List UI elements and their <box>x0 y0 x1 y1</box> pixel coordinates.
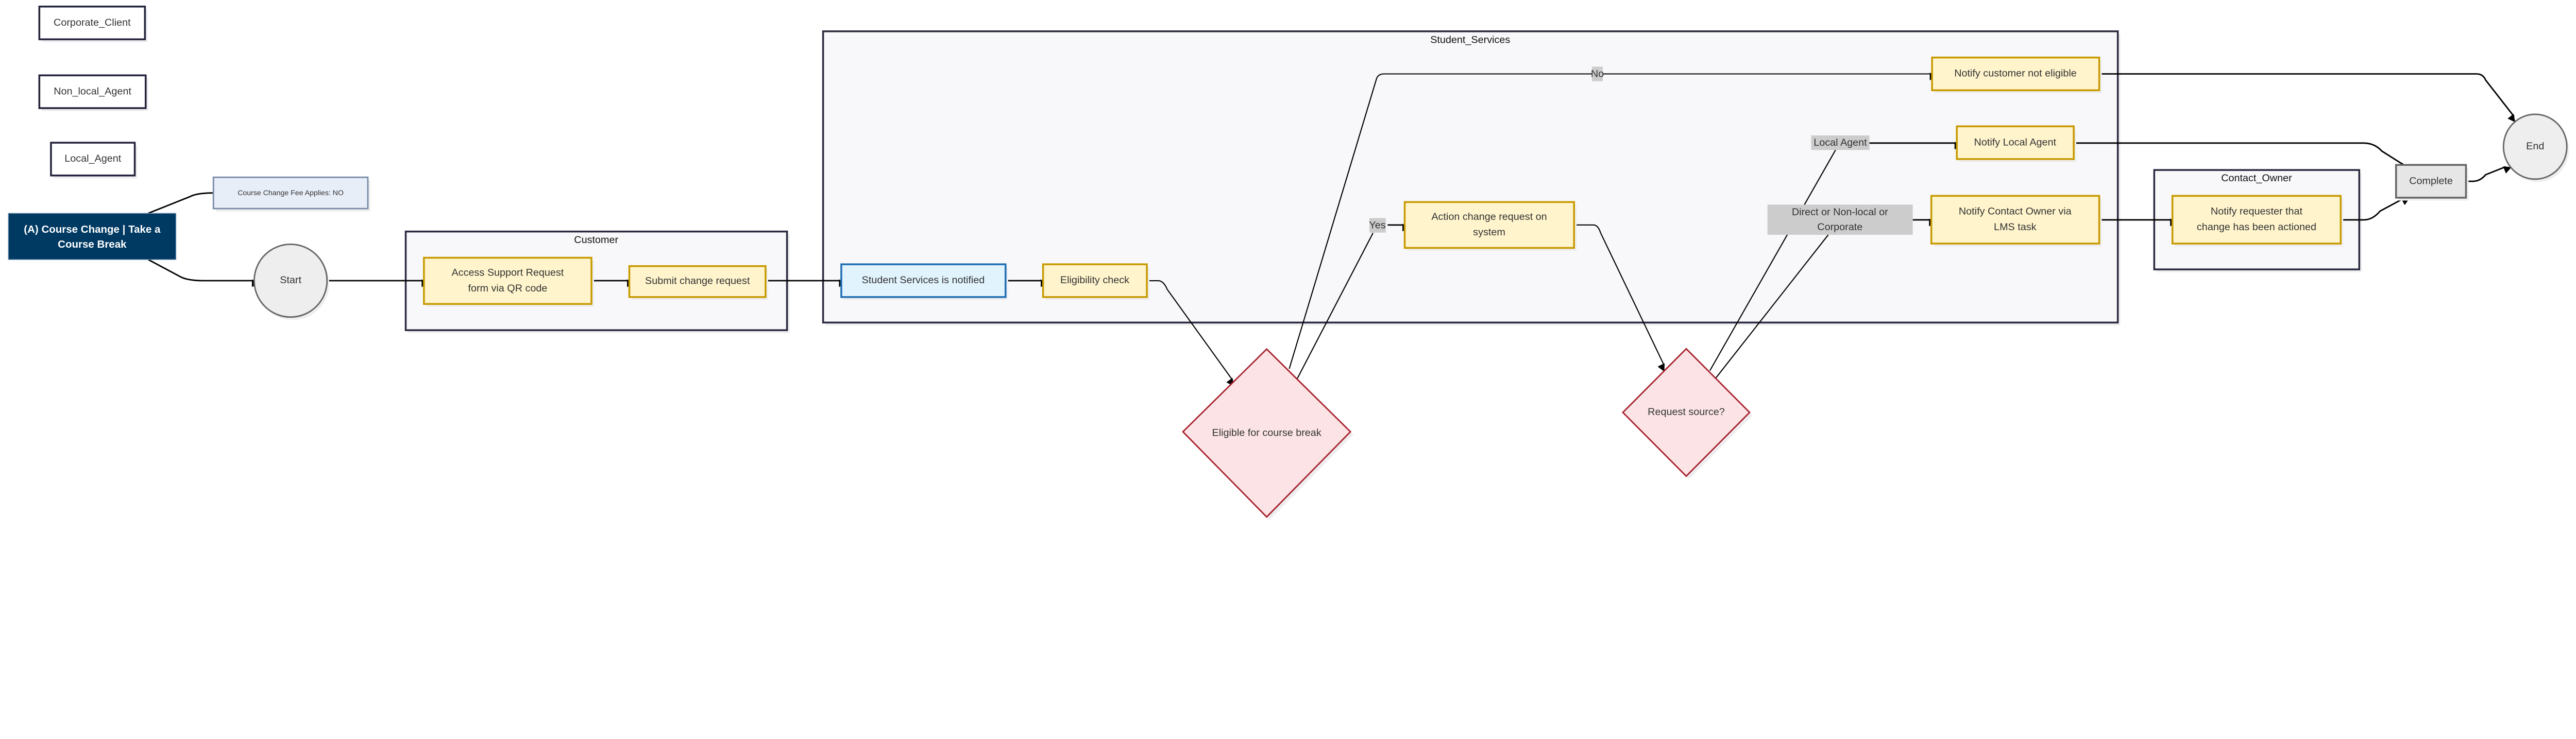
edge-noteligible-end <box>2099 73 2516 123</box>
edge-label-local-agent: Local Agent <box>1811 135 1870 150</box>
edge-label-text: No <box>1591 68 1604 79</box>
task-notify-not-eligible[interactable]: Notify customer not eligible <box>1931 56 2102 93</box>
task-label: Action change request on <box>1431 211 1547 222</box>
title-line-1: (A) Course Change | Take a <box>24 224 161 235</box>
edge-title-note <box>148 192 214 214</box>
edge-requester-complete <box>2341 198 2410 221</box>
task-label: Access Support Request <box>452 267 564 278</box>
task-label: Complete <box>2409 175 2453 186</box>
task-label: change has been actioned <box>2197 221 2316 233</box>
task-label: LMS task <box>1994 221 2037 233</box>
edge-source-direct <box>1715 234 1829 379</box>
start-label: Start <box>280 274 301 286</box>
lane-student-services: Student_Services <box>822 30 2121 325</box>
task-action-change[interactable]: Action change request on system <box>1403 201 1577 251</box>
decision-request-source[interactable]: Request source? <box>1621 348 1753 479</box>
edges <box>148 73 2516 387</box>
task-notify-contact-owner[interactable]: Notify Contact Owner via LMS task <box>1930 195 2102 247</box>
task-complete[interactable]: Complete <box>2395 164 2469 201</box>
end-node[interactable]: End <box>2502 113 2569 182</box>
edge-localagent-complete <box>2074 142 2407 170</box>
edge-label-text: Local Agent <box>1814 137 1867 148</box>
end-label: End <box>2526 141 2544 152</box>
lane-title: Student_Services <box>1430 34 1510 45</box>
task-label: system <box>1473 227 1505 238</box>
task-label: Eligibility check <box>1060 274 1129 286</box>
title-line-2: Course Break <box>58 238 127 250</box>
edge-label-text: Direct or Non-local or <box>1792 207 1888 218</box>
task-label: Submit change request <box>645 276 750 287</box>
fee-note[interactable]: Course Change Fee Applies: NO <box>212 176 370 212</box>
task-access-form[interactable]: Access Support Request form via QR code <box>423 256 594 307</box>
edge-title-start <box>148 259 260 287</box>
edge-label-yes: Yes <box>1369 218 1386 233</box>
actor-local-agent[interactable]: Local_Agent <box>50 142 138 179</box>
edge-label-text: Yes <box>1369 220 1385 231</box>
flowchart: Corporate_Client Non_local_Agent Local_A… <box>8 5 2569 520</box>
task-eligibility-check[interactable]: Eligibility check <box>1042 263 1149 300</box>
actor-label: Local_Agent <box>64 153 121 164</box>
decision-label: Request source? <box>1648 406 1725 418</box>
lane-title: Contact_Owner <box>2221 173 2292 184</box>
edge-decision-no <box>1289 73 1938 369</box>
task-label: Notify requester that <box>2211 206 2303 217</box>
task-notify-requester[interactable]: Notify requester that change has been ac… <box>2171 195 2344 247</box>
task-label: form via QR code <box>468 283 547 294</box>
lane-title: Customer <box>574 234 618 246</box>
edge-source-local <box>1709 149 1836 371</box>
edge-label-direct: Direct or Non-local or Corporate <box>1767 204 1913 235</box>
decision-eligible[interactable]: Eligible for course break <box>1182 348 1353 520</box>
edge-eligibility-decision <box>1147 280 1234 387</box>
edge-label-text: Corporate <box>1817 221 1862 233</box>
edge-action-request-source <box>1574 224 1665 372</box>
actor-label: Corporate_Client <box>54 17 131 28</box>
actor-non-local-agent[interactable]: Non_local_Agent <box>38 74 148 111</box>
task-label: Notify customer not eligible <box>1954 68 2076 79</box>
process-title[interactable]: (A) Course Change | Take a Course Break <box>8 213 177 260</box>
task-label: Notify Local Agent <box>1974 136 2057 148</box>
task-notify-local-agent[interactable]: Notify Local Agent <box>1956 125 2077 162</box>
start-node[interactable]: Start <box>253 243 330 320</box>
edge-decision-yes <box>1297 232 1374 379</box>
actor-label: Non_local_Agent <box>54 85 131 97</box>
note-text: Course Change Fee Applies: NO <box>238 188 344 197</box>
actor-corporate-client[interactable]: Corporate_Client <box>38 5 148 43</box>
edge-complete-end <box>2466 166 2512 182</box>
task-notified[interactable]: Student Services is notified <box>840 263 1008 300</box>
task-label: Notify Contact Owner via <box>1959 206 2072 217</box>
edge-label-no: No <box>1591 66 1604 81</box>
task-submit[interactable]: Submit change request <box>628 265 768 300</box>
task-label: Student Services is notified <box>862 274 985 286</box>
decision-label: Eligible for course break <box>1212 427 1321 438</box>
